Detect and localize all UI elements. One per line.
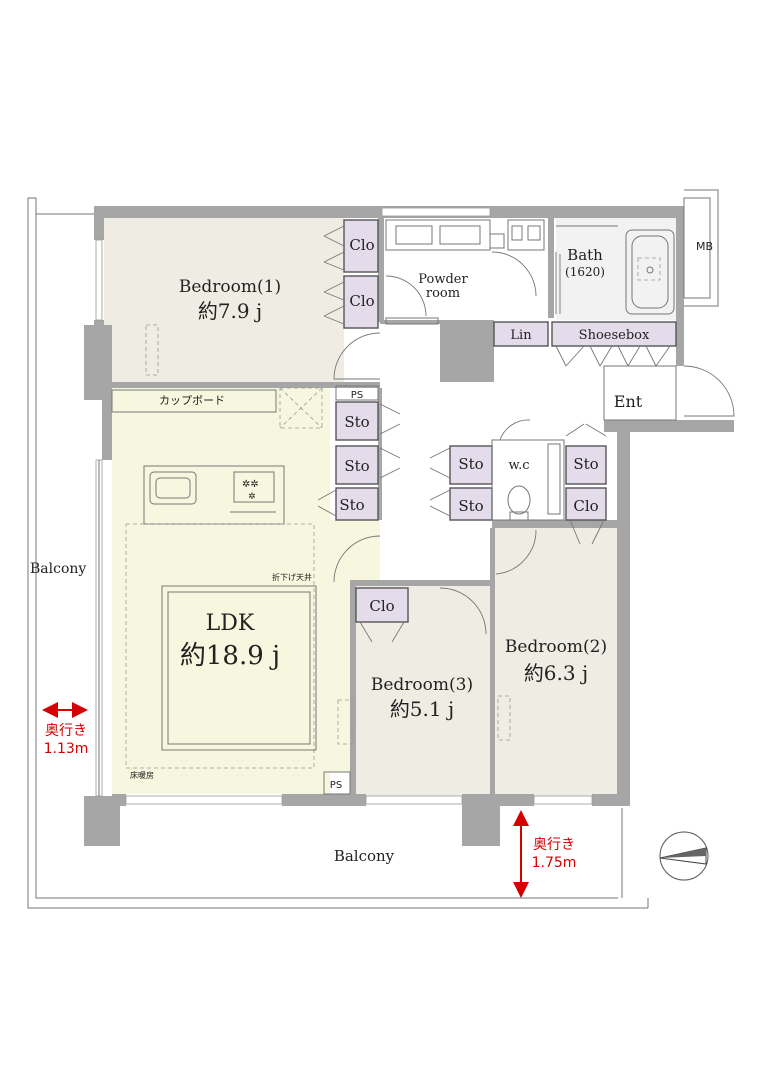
west-balcony-label: Balcony xyxy=(30,561,86,577)
bedroom1-floor xyxy=(104,218,344,382)
entrance-label: Ent xyxy=(614,392,643,411)
washbasin-icon xyxy=(507,219,545,251)
clo-label-3: Clo xyxy=(573,497,598,515)
clo-label-1: Clo xyxy=(349,236,374,254)
balcony-outline xyxy=(27,197,649,909)
sto-label-3: Sto xyxy=(339,496,364,514)
linen-shoebox: Lin Shoesebox xyxy=(493,321,677,367)
south-balcony-label: Balcony xyxy=(334,847,395,865)
powder-room-line1: Powder xyxy=(418,272,468,287)
bathtub-icon xyxy=(625,229,675,315)
powder-room: Powder room xyxy=(385,219,545,325)
ldk: ✲✲ ✲ カップボード 折下げ天井 床暖房 PS LDK 約18.9 j xyxy=(111,387,381,795)
bedroom3-size: 約5.1 j xyxy=(390,697,454,721)
bedroom2-floor xyxy=(495,528,617,796)
south-depth-label: 奥行き xyxy=(533,836,575,853)
bedroom2-name: Bedroom(2) xyxy=(505,637,607,657)
entrance: Ent xyxy=(603,365,735,421)
bedroom3: Clo Bedroom(3) 約5.1 j xyxy=(337,587,487,745)
lowered-ceiling-label: 折下げ天井 xyxy=(272,572,312,582)
ps-label-2: PS xyxy=(330,780,342,791)
windows xyxy=(95,207,593,805)
toilet-icon xyxy=(507,485,531,515)
compass-icon xyxy=(659,831,709,881)
hall-storage: PS Sto Sto Sto xyxy=(317,385,401,521)
bedroom2: Bedroom(2) 約6.3 j xyxy=(497,637,607,741)
sto-label-6: Sto xyxy=(573,455,598,473)
sto-label-4: Sto xyxy=(458,455,483,473)
bedroom2-size: 約6.3 j xyxy=(524,661,588,685)
sink-icon xyxy=(149,471,197,505)
powder-room-line2: room xyxy=(426,286,460,301)
bedroom3-name: Bedroom(3) xyxy=(371,675,473,695)
bedroom1-closets: Clo Clo xyxy=(323,219,379,329)
shoesebox-label: Shoesebox xyxy=(579,328,650,343)
svg-text:✲✲: ✲✲ xyxy=(242,479,259,490)
balcony-labels: Balcony Balcony 奥行き 1.13m 奥行き 1.75m xyxy=(30,561,577,898)
west-depth-value: 1.13m xyxy=(44,741,89,757)
ldk-name: LDK xyxy=(206,611,255,636)
ldk-floor xyxy=(112,388,380,794)
clo-label-4: Clo xyxy=(369,597,394,615)
wc-block: Sto Sto w.c Sto Clo xyxy=(429,419,607,575)
bath-name: Bath xyxy=(567,246,603,264)
cupboard-label: カップボード xyxy=(159,394,225,407)
bathroom: Bath (1620) xyxy=(555,225,675,315)
west-depth-label: 奥行き xyxy=(45,722,87,739)
bedroom1-name: Bedroom(1) xyxy=(179,277,281,297)
linen-label: Lin xyxy=(510,328,532,343)
bedroom1: Bedroom(1) 約7.9 j xyxy=(145,277,381,380)
clo-label-2: Clo xyxy=(349,292,374,310)
bath-floor xyxy=(556,218,676,320)
south-depth-value: 1.75m xyxy=(532,855,577,871)
ps-label-1: PS xyxy=(351,390,363,401)
bedroom1-size: 約7.9 j xyxy=(198,299,262,323)
sto-label-5: Sto xyxy=(458,497,483,515)
wc-label: w.c xyxy=(509,458,530,473)
room-floors xyxy=(104,218,676,796)
floor-heating-label: 床暖房 xyxy=(130,770,154,780)
svg-text:✲: ✲ xyxy=(248,492,256,502)
meter-box: MB xyxy=(683,189,719,307)
walls xyxy=(84,206,734,846)
ldk-size: 約18.9 j xyxy=(180,641,280,671)
bath-size: (1620) xyxy=(565,265,605,279)
sto-label-1: Sto xyxy=(344,413,369,431)
stove-icon xyxy=(233,471,275,503)
mb-label: MB xyxy=(696,240,713,253)
sto-label-2: Sto xyxy=(344,457,369,475)
